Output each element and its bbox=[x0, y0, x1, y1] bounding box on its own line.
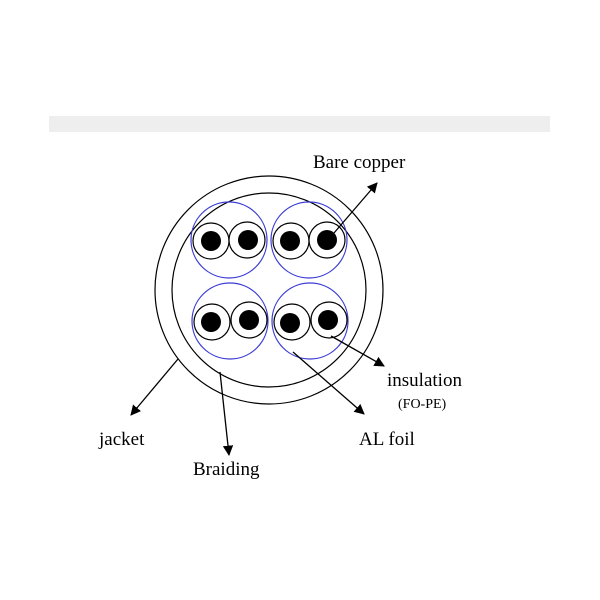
twisted-pair-top-left bbox=[190, 201, 268, 279]
insulation-arrow bbox=[330, 335, 385, 367]
jacket-arrow bbox=[130, 358, 179, 416]
insulation-label: insulation bbox=[387, 370, 462, 391]
twisted-pair-bottom-right bbox=[271, 282, 349, 360]
bare-copper-conductor bbox=[238, 230, 258, 250]
al-foil-shield bbox=[190, 201, 268, 279]
al-foil-label: AL foil bbox=[359, 429, 415, 450]
braiding-arrow bbox=[219, 371, 234, 457]
bare-copper-label: Bare copper bbox=[313, 152, 406, 173]
twisted-pair-top-right bbox=[270, 201, 348, 279]
insulation-material-label: (FO-PE) bbox=[398, 397, 447, 412]
bare-copper-conductor bbox=[317, 230, 337, 250]
bare-copper-conductor bbox=[239, 310, 259, 330]
al-foil-arrow bbox=[292, 351, 365, 415]
bare-copper-arrow bbox=[333, 182, 378, 234]
bare-copper-conductor bbox=[280, 231, 300, 251]
bare-copper-conductor bbox=[318, 310, 338, 330]
jacket-label: jacket bbox=[99, 429, 145, 450]
braiding-label: Braiding bbox=[193, 459, 260, 480]
twisted-pair-bottom-left bbox=[191, 282, 269, 360]
top-gray-band bbox=[49, 116, 550, 132]
bare-copper-conductor bbox=[280, 313, 300, 333]
al-foil-shield bbox=[271, 282, 349, 360]
al-foil-shield bbox=[191, 282, 269, 360]
bare-copper-conductor bbox=[201, 231, 221, 251]
bare-copper-conductor bbox=[201, 312, 221, 332]
braiding-circle bbox=[171, 192, 367, 388]
al-foil-shield bbox=[270, 201, 348, 279]
jacket-outer-circle bbox=[154, 175, 384, 405]
